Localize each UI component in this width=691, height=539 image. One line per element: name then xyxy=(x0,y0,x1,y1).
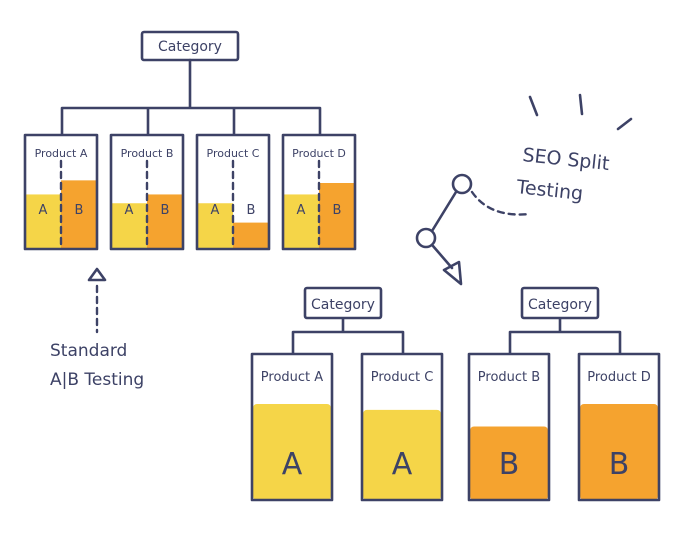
ab-tree-connectors xyxy=(60,58,322,137)
ab-variant-a-bar xyxy=(112,203,147,249)
ab-product-name: Product A xyxy=(35,147,88,160)
seo-group-b-category-label: Category xyxy=(528,297,592,313)
seo-variant-fill xyxy=(253,403,331,500)
ab-variant-a-label: A xyxy=(297,203,306,218)
seo-variant-fill xyxy=(580,403,658,500)
seo-group-a-connectors xyxy=(291,314,405,356)
ab-variant-a-bar xyxy=(284,194,319,249)
ab-category-label: Category xyxy=(158,39,222,55)
ab-variant-a-label: A xyxy=(39,203,48,218)
down-arrow-shaft xyxy=(431,244,454,270)
node-circle-top-icon xyxy=(451,173,473,195)
ab-variant-b-label: B xyxy=(161,203,170,218)
seo-group-b-connectors xyxy=(508,314,622,356)
seo-variant-label: A xyxy=(392,447,413,482)
seo-variant-fill xyxy=(363,409,441,500)
ab-card-border xyxy=(23,133,99,251)
ab-card-product-a: Product A A B xyxy=(23,133,99,251)
emphasis-strokes-icon xyxy=(528,93,633,131)
ab-product-name: Product D xyxy=(292,147,346,160)
seo-product-name: Product D xyxy=(587,370,651,385)
seo-card-border xyxy=(467,352,551,502)
ab-card-border xyxy=(109,133,185,251)
ab-variant-a-label: A xyxy=(211,203,220,218)
ab-card-border xyxy=(195,133,271,251)
ab-card-product-c: Product C A B xyxy=(195,133,271,251)
ab-caption-line-2: A|B Testing xyxy=(50,370,144,390)
ab-testing-annotation: Standard A|B Testing xyxy=(50,267,144,390)
seo-products: Product A A Product C A Product B B Product D B xyxy=(250,352,661,502)
seo-variant-label: B xyxy=(499,447,520,482)
seo-group-b-category-box xyxy=(520,286,600,320)
seo-card-product-d: Product D B xyxy=(577,352,661,502)
up-arrow-icon xyxy=(87,267,107,282)
seo-product-name: Product C xyxy=(371,370,434,385)
seo-group-a: Category xyxy=(291,286,405,356)
seo-dashed-curve xyxy=(470,190,532,216)
ab-product-name: Product B xyxy=(121,147,174,160)
ab-caption-line-1: Standard xyxy=(50,341,127,361)
seo-split-annotation: SEO Split Testing xyxy=(415,93,633,286)
seo-group-a-category-label: Category xyxy=(311,297,375,313)
seo-caption-line-2: Testing xyxy=(514,176,584,205)
seo-group-a-category-box xyxy=(303,286,383,320)
seo-variant-label: B xyxy=(609,447,630,482)
ab-variant-a-bar xyxy=(26,194,61,249)
ab-variant-a-bar xyxy=(198,203,233,249)
ab-variant-b-label: B xyxy=(247,203,256,218)
seo-card-border xyxy=(250,352,334,502)
ab-product-name: Product C xyxy=(207,147,260,160)
ab-card-product-b: Product B A B xyxy=(109,133,185,251)
node-circle-bottom-icon xyxy=(415,227,437,249)
down-arrow-icon xyxy=(442,260,463,286)
ab-variant-b-bar xyxy=(61,180,96,249)
node-connector xyxy=(430,190,458,233)
ab-variant-b-label: B xyxy=(333,203,342,218)
seo-card-product-a: Product A A xyxy=(250,352,334,502)
seo-product-name: Product A xyxy=(261,370,323,385)
ab-card-border xyxy=(281,133,357,251)
seo-card-product-b: Product B B xyxy=(467,352,551,502)
seo-caption-line-1: SEO Split xyxy=(521,144,610,175)
seo-product-name: Product B xyxy=(478,370,540,385)
ab-variant-b-bar xyxy=(319,183,354,249)
seo-group-b: Category xyxy=(508,286,622,356)
seo-variant-fill xyxy=(470,426,548,500)
seo-card-border xyxy=(360,352,444,502)
ab-variant-a-label: A xyxy=(125,203,134,218)
ab-variant-b-bar xyxy=(233,222,268,249)
seo-variant-label: A xyxy=(282,447,303,482)
seo-card-border xyxy=(577,352,661,502)
seo-card-product-c: Product C A xyxy=(360,352,444,502)
ab-card-product-d: Product D A B xyxy=(281,133,357,251)
ab-variant-b-bar xyxy=(147,194,182,249)
ab-variant-b-label: B xyxy=(75,203,84,218)
